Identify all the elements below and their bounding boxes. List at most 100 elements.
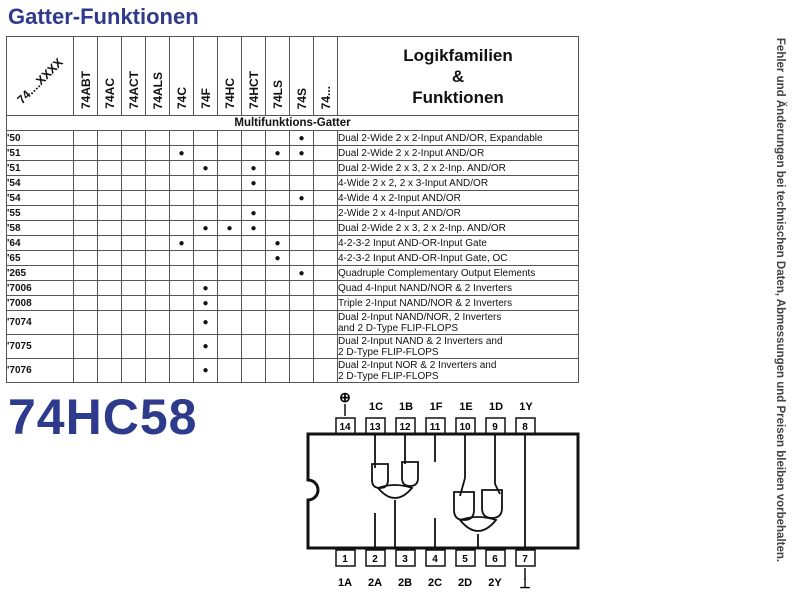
description-line: Dual 2-Wide 2 x 2-Input AND/OR, Expandab… [338, 132, 543, 144]
family-cell [73, 265, 98, 281]
family-cell: ● [265, 250, 290, 266]
availability-dot-icon: ● [202, 317, 209, 328]
function-description: Quad 4-Input NAND/NOR & 2 Inverters [337, 280, 579, 296]
family-cell [241, 280, 266, 296]
family-cell [193, 235, 218, 251]
family-cell [313, 175, 338, 191]
family-cell [241, 310, 266, 335]
availability-dot-icon: ● [250, 222, 257, 234]
part-number: '7008 [6, 295, 74, 311]
availability-dot-icon: ● [202, 341, 209, 352]
family-cell [241, 265, 266, 281]
chip-part-number: 74HC58 [8, 389, 198, 445]
family-cell [169, 265, 194, 281]
availability-dot-icon: ● [202, 282, 209, 294]
family-cell [145, 130, 170, 146]
family-cell [121, 250, 146, 266]
pin-label-bottom: 2C [428, 577, 442, 589]
family-cell [73, 160, 98, 176]
family-cell [73, 280, 98, 296]
availability-dot-icon: ● [298, 192, 305, 204]
family-cell [145, 160, 170, 176]
pin-label-bottom: 1A [338, 577, 352, 589]
part-number-corner: 74....XXXX [6, 36, 74, 116]
description-line: Dual 2-Input NAND/NOR, 2 Inverters [338, 311, 502, 323]
family-cell [193, 190, 218, 206]
family-cell [217, 205, 242, 221]
pin-label-bottom: 2B [398, 577, 412, 589]
family-cell [145, 310, 170, 335]
family-cell [169, 190, 194, 206]
function-description: 4-2-3-2 Input AND-OR-Input Gate [337, 235, 579, 251]
family-cell [217, 145, 242, 161]
family-cell [145, 145, 170, 161]
family-cell [265, 160, 290, 176]
family-cell [265, 358, 290, 383]
table-row: '50●Dual 2-Wide 2 x 2-Input AND/OR, Expa… [6, 130, 579, 146]
family-cell [121, 160, 146, 176]
family-cell [289, 280, 314, 296]
logic-family-header: Logikfamilien&Funktionen [337, 36, 579, 116]
table-row: '7074●Dual 2-Input NAND/NOR, 2 Inverters… [6, 310, 579, 335]
family-cell [313, 250, 338, 266]
family-cell [265, 265, 290, 281]
family-cell [313, 220, 338, 236]
part-number: '51 [6, 145, 74, 161]
family-cell [217, 160, 242, 176]
pin-number: 2 [372, 554, 378, 565]
family-cell [265, 295, 290, 311]
family-label: 74ABT [78, 70, 93, 109]
family-cell [313, 205, 338, 221]
family-label: 74S [294, 87, 309, 109]
internal-wiring [371, 434, 526, 548]
family-cell [241, 130, 266, 146]
family-cell [73, 190, 98, 206]
family-cell [73, 250, 98, 266]
description-line: 2 D-Type FLIP-FLOPS [338, 346, 439, 358]
family-cell: ● [241, 220, 266, 236]
family-column-header: 74LS [265, 36, 290, 116]
family-column-header: 74... [313, 36, 338, 116]
family-cell [169, 175, 194, 191]
family-cell [169, 160, 194, 176]
pin-number: 12 [399, 422, 411, 433]
family-cell [313, 358, 338, 383]
description-line: Dual 2-Wide 2 x 2-Input AND/OR [338, 147, 485, 159]
family-cell [193, 205, 218, 221]
family-cell [169, 250, 194, 266]
family-cell [169, 130, 194, 146]
family-column-header: 74ABT [73, 36, 98, 116]
table-row: '7075 ● Dual 2-Input NAND & 2 Inverters an… [6, 334, 579, 359]
family-cell [265, 334, 290, 359]
family-column-header: 74HC [217, 36, 242, 116]
family-cell [97, 220, 122, 236]
family-cell [145, 250, 170, 266]
family-cell [97, 235, 122, 251]
pin-number: 14 [339, 422, 351, 433]
family-cell [145, 295, 170, 311]
pin-number: 10 [459, 422, 471, 433]
family-cell [313, 145, 338, 161]
side-disclaimer: Fehler und Änderungen bei technischen Da… [762, 0, 798, 600]
pin-label-top: 1E [459, 401, 472, 413]
table-row: '7076●Dual 2-Input NOR & 2 Inverters and… [6, 358, 579, 383]
pin-number: 1 [342, 554, 348, 565]
availability-dot-icon: ● [202, 162, 209, 174]
top-pin-row [335, 417, 536, 435]
header-line: Logikfamilien [403, 45, 513, 65]
family-column-header: 74HCT [241, 36, 266, 116]
family-cell [241, 190, 266, 206]
family-cell [265, 130, 290, 146]
availability-dot-icon: ● [202, 297, 209, 309]
family-cell [169, 334, 194, 359]
family-cell [73, 175, 98, 191]
pin-number: 3 [402, 554, 408, 565]
family-cell [73, 358, 98, 383]
family-cell [73, 220, 98, 236]
pin-number: 6 [492, 554, 498, 565]
description-line: 2-Wide 2 x 4-Input AND/OR [338, 207, 461, 219]
part-number: '7075 [6, 334, 74, 359]
